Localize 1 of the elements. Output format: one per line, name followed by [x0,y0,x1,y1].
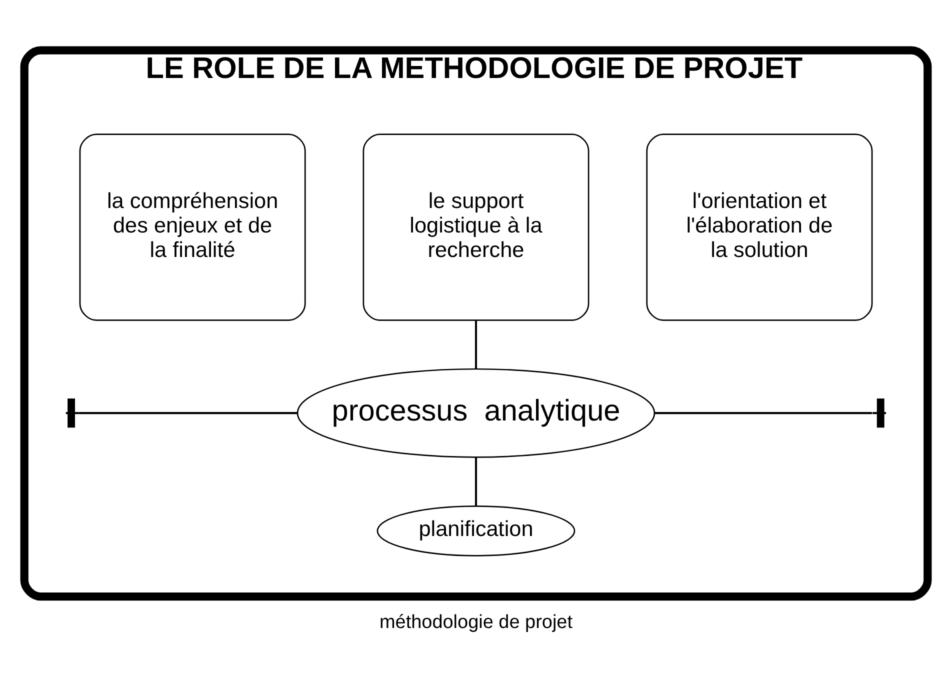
caption: méthodologie de projet [380,611,572,632]
